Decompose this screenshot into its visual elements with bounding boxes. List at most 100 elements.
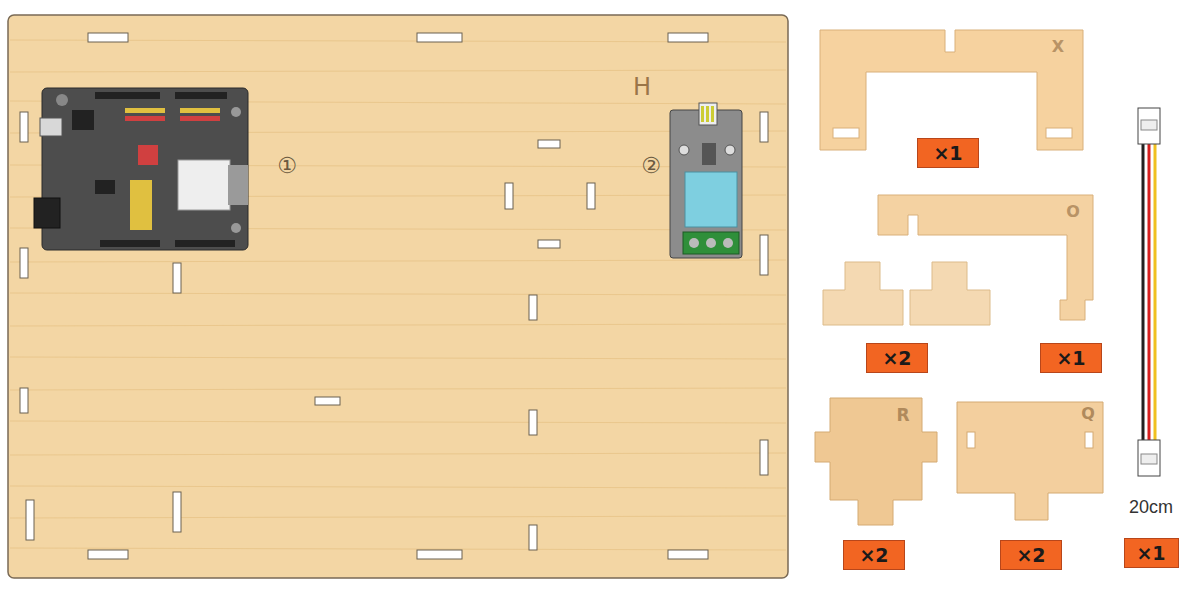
drawing-part (815, 398, 937, 525)
drawing-part (20, 33, 768, 559)
drawing-part (668, 33, 708, 42)
part-r (815, 398, 937, 525)
drawing-part (130, 180, 152, 230)
drawing-part (1142, 144, 1145, 440)
drawing-part (125, 116, 220, 165)
drawing-part (760, 235, 768, 275)
drawing-part (679, 145, 689, 155)
drawing-part (1138, 440, 1160, 476)
drawing-part (56, 94, 68, 106)
drawing-part (699, 103, 717, 125)
count-text: ×1 (933, 144, 962, 163)
drawing-part (72, 110, 94, 130)
drawing-part (95, 92, 160, 99)
drawing-part (1046, 128, 1072, 138)
callout-number: ① (277, 155, 297, 177)
count-badge: ×1 (1124, 538, 1179, 568)
drawing-part (1154, 144, 1157, 440)
count-text: ×2 (1016, 546, 1045, 565)
drawing-part (529, 410, 537, 435)
count-badge: ×2 (1000, 540, 1062, 570)
drawing-part (228, 165, 248, 205)
drawing-part (315, 397, 340, 405)
drawing-part (1141, 120, 1157, 130)
drawing-part (231, 223, 241, 233)
drawing-part (231, 107, 241, 117)
drawing-part (10, 486, 786, 488)
count-badge: ×2 (866, 343, 928, 373)
drawing-part (26, 500, 34, 540)
drawing-part (685, 172, 737, 227)
count-text: ×1 (1056, 349, 1085, 368)
drawing-part (670, 110, 742, 258)
drawing-part (1148, 144, 1151, 440)
drawing-part (180, 108, 220, 113)
wood-board (8, 15, 788, 578)
drawing-part (125, 108, 165, 113)
drawing-part (725, 145, 735, 155)
drawing-part (505, 183, 513, 209)
drawing-part (702, 143, 716, 165)
drawing-part (20, 388, 28, 413)
drawing-part (10, 293, 786, 295)
drawing-part (417, 33, 462, 42)
drawing-part (1085, 432, 1093, 448)
drawing-part (538, 140, 560, 148)
count-text: ×2 (882, 349, 911, 368)
drawing-part (175, 92, 227, 99)
drawing-part (689, 238, 699, 248)
count-badge: ×1 (917, 138, 979, 168)
drawing-part (180, 116, 220, 121)
drawing-part (683, 232, 739, 254)
drawing-part (820, 30, 1083, 150)
count-badge: ×2 (843, 540, 905, 570)
count-badge: ×1 (1040, 343, 1102, 373)
part-letter: X (1052, 39, 1064, 55)
drawing-part (706, 238, 716, 248)
drawing-part (8, 15, 788, 578)
callout-number: ② (641, 155, 661, 177)
drawing-part (833, 128, 859, 138)
drawing-part (711, 106, 714, 122)
drawing-part (10, 40, 786, 550)
part-letter: Q (1081, 406, 1095, 422)
drawing-part (1141, 454, 1157, 464)
drawing-part (10, 453, 786, 455)
drawing-part (10, 421, 786, 423)
drawing-part (173, 492, 181, 532)
relay-module (670, 103, 742, 258)
drawing-part (125, 116, 165, 121)
drawing-part (538, 240, 560, 248)
cable (1138, 108, 1160, 476)
drawing-part (417, 550, 462, 559)
drawing-part (910, 262, 990, 325)
part-q (957, 402, 1103, 520)
part-x (820, 30, 1083, 150)
drawing-part (10, 357, 786, 359)
drawing-part (957, 402, 1103, 520)
drawing-part (587, 183, 595, 209)
drawing-part (10, 260, 786, 262)
drawing-part (20, 112, 28, 142)
part-letter: H (633, 75, 651, 99)
drawing-part (723, 238, 733, 248)
drawing-part (10, 324, 786, 326)
drawing-part (40, 118, 62, 136)
drawing-part (10, 70, 786, 72)
drawing-part (178, 160, 230, 210)
drawing-part (173, 263, 181, 293)
part-letter: R (896, 407, 909, 424)
part-letter: O (1066, 204, 1080, 220)
drawing-part (668, 550, 708, 559)
drawing-part (10, 388, 786, 390)
drawing-part (175, 240, 235, 247)
drawing-part (88, 550, 128, 559)
drawing-part (529, 295, 537, 320)
drawing-part (138, 145, 158, 165)
count-text: ×1 (1136, 544, 1165, 563)
drawing-part (10, 516, 786, 518)
drawing-part (823, 262, 903, 325)
drawing-part (95, 180, 115, 194)
